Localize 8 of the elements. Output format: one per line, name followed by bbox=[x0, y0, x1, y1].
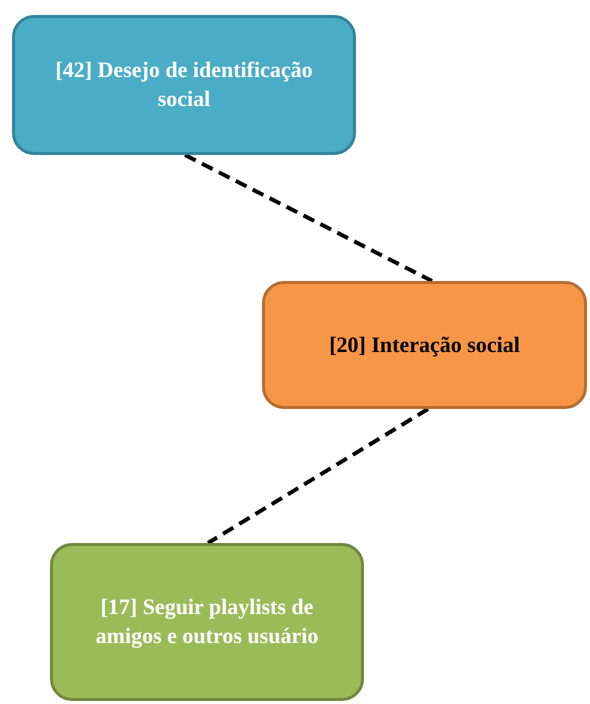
dashed-connector bbox=[184, 153, 433, 283]
box-label: [17] Seguir playlists de amigos e outros usuário bbox=[94, 593, 320, 650]
box-label: [42] Desejo de identificação social bbox=[54, 56, 314, 113]
rounded-box bbox=[262, 281, 587, 409]
rounded-box bbox=[50, 543, 364, 701]
rounded-box bbox=[12, 15, 356, 155]
dashed-connector bbox=[206, 407, 430, 545]
box-label: [20] Interação social bbox=[329, 330, 520, 359]
